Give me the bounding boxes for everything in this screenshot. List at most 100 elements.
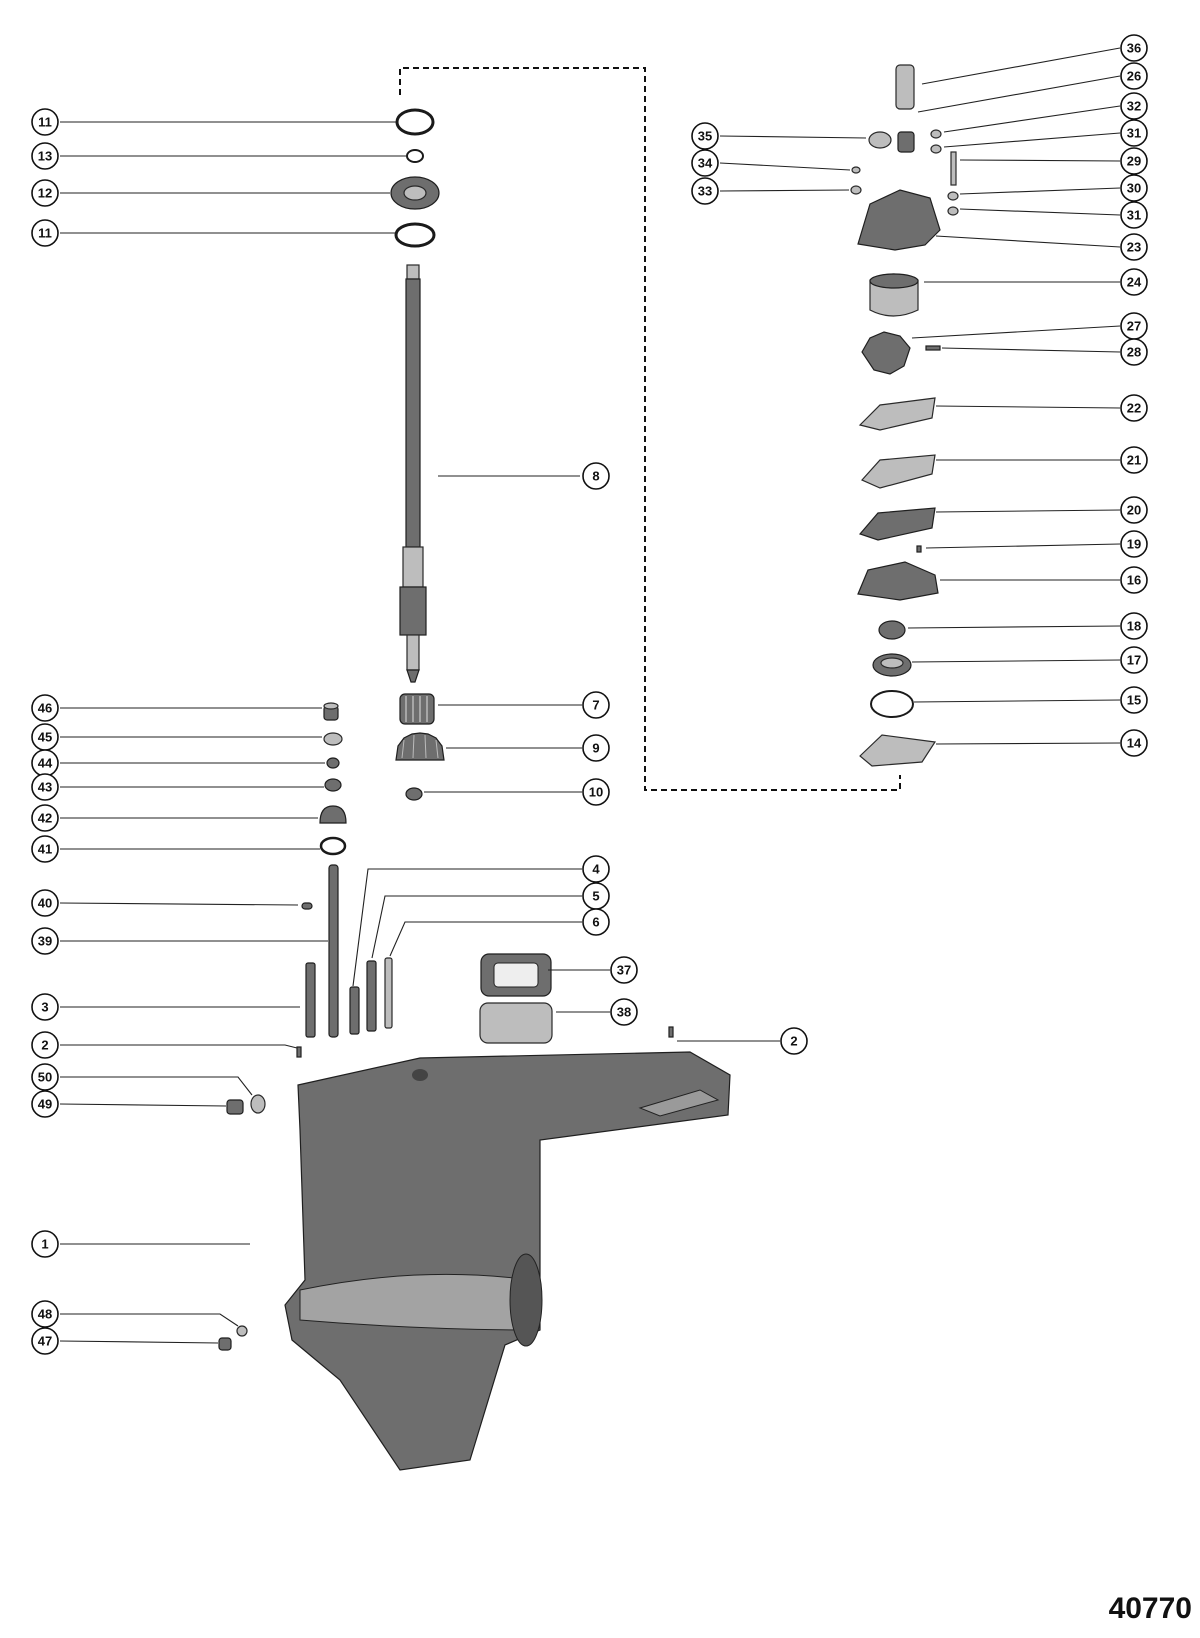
gasket-38 xyxy=(479,1002,553,1044)
parts-gear-housing xyxy=(218,953,731,1471)
leader-lines xyxy=(59,47,1121,1344)
callout-17: 17 xyxy=(1120,646,1148,674)
snap-ring xyxy=(406,149,424,163)
callout-48: 48 xyxy=(31,1300,59,1328)
callout-29: 29 xyxy=(1120,147,1148,175)
shift-shaft-bushing xyxy=(323,702,339,721)
gasket-upper xyxy=(858,397,936,431)
stud-4 xyxy=(349,986,360,1035)
callout-30: 30 xyxy=(1120,174,1148,202)
screw-47 xyxy=(218,1337,232,1351)
callout-39: 39 xyxy=(31,927,59,955)
oil-seal xyxy=(324,778,342,792)
callout-32: 32 xyxy=(1120,92,1148,120)
callout-11-lower: 11 xyxy=(31,219,59,247)
e-ring xyxy=(301,902,313,910)
callout-number: 33 xyxy=(698,184,712,199)
callout-4: 4 xyxy=(582,855,610,883)
callout-number: 15 xyxy=(1127,693,1141,708)
callout-22: 22 xyxy=(1120,394,1148,422)
parts-shift-column xyxy=(296,702,674,1058)
callout-number: 31 xyxy=(1127,126,1141,141)
tube-seal xyxy=(897,131,915,153)
callout-number: 7 xyxy=(592,698,599,713)
bearing-assembly xyxy=(390,176,440,210)
callout-number: 41 xyxy=(38,842,52,857)
gasket-lower xyxy=(858,507,936,541)
o-ring-shift xyxy=(319,836,347,856)
callout-number: 24 xyxy=(1127,275,1142,290)
drive-shaft xyxy=(399,264,427,683)
callout-13: 13 xyxy=(31,142,59,170)
water-pump-body xyxy=(857,189,941,251)
callout-35: 35 xyxy=(691,122,719,150)
drawing-number: 40770 xyxy=(1108,1592,1192,1625)
callout-31-upper: 31 xyxy=(1120,119,1148,147)
callout-number: 2 xyxy=(790,1034,797,1049)
callout-33: 33 xyxy=(691,177,719,205)
callout-number: 4 xyxy=(592,862,600,877)
callout-42: 42 xyxy=(31,804,59,832)
shift-shaft xyxy=(328,864,339,1038)
callout-47: 47 xyxy=(31,1327,59,1355)
gasket-14 xyxy=(859,734,937,767)
callout-11-upper: 11 xyxy=(31,108,59,136)
dowel-pin-right xyxy=(668,1026,674,1038)
dowel-pin-pump xyxy=(916,545,922,553)
parts-driveshaft-column xyxy=(390,108,445,801)
callout-number: 16 xyxy=(1127,573,1141,588)
callout-8: 8 xyxy=(582,462,610,490)
callout-number: 9 xyxy=(592,741,599,756)
callout-5: 5 xyxy=(582,882,610,910)
callout-number: 20 xyxy=(1127,503,1141,518)
callout-number: 42 xyxy=(38,811,52,826)
callout-number: 11 xyxy=(38,115,52,130)
impeller-key xyxy=(925,345,941,351)
oil-seal-18 xyxy=(878,620,906,640)
callout-38: 38 xyxy=(610,998,638,1026)
callout-number: 27 xyxy=(1127,319,1141,334)
callout-number: 21 xyxy=(1127,453,1141,468)
callout-19: 19 xyxy=(1120,530,1148,558)
callout-number: 31 xyxy=(1127,208,1141,223)
o-ring-upper xyxy=(395,108,435,136)
callout-23: 23 xyxy=(1120,233,1148,261)
callout-number: 48 xyxy=(38,1307,52,1322)
callout-number: 43 xyxy=(38,780,52,795)
callout-number: 3 xyxy=(41,1000,48,1015)
callout-7: 7 xyxy=(582,691,610,719)
washer-48 xyxy=(236,1325,248,1337)
pinion-gear xyxy=(395,732,445,761)
callout-28: 28 xyxy=(1120,338,1148,366)
washer xyxy=(323,732,343,746)
callout-26: 26 xyxy=(1120,62,1148,90)
screw-49 xyxy=(226,1099,244,1115)
callout-number: 13 xyxy=(38,149,52,164)
stud-5 xyxy=(366,960,377,1032)
callout-15: 15 xyxy=(1120,686,1148,714)
callout-number: 8 xyxy=(592,469,599,484)
callout-44: 44 xyxy=(31,749,59,777)
shift-shaft-housing xyxy=(319,805,347,824)
callout-number: 12 xyxy=(38,186,52,201)
callout-21: 21 xyxy=(1120,446,1148,474)
callout-number: 39 xyxy=(38,934,52,949)
roller-bearing xyxy=(399,693,435,725)
callout-number: 19 xyxy=(1127,537,1141,552)
callout-37: 37 xyxy=(610,956,638,984)
o-ring-small xyxy=(326,757,340,769)
callout-1: 1 xyxy=(31,1230,59,1258)
callout-number: 17 xyxy=(1127,653,1141,668)
small-washer-34 xyxy=(851,166,861,174)
stud-6 xyxy=(384,957,393,1029)
gear-housing xyxy=(284,1051,731,1471)
stud-left xyxy=(305,962,316,1038)
callout-46: 46 xyxy=(31,694,59,722)
callout-number: 14 xyxy=(1127,736,1142,751)
callout-3: 3 xyxy=(31,993,59,1021)
callout-41: 41 xyxy=(31,835,59,863)
callout-number: 37 xyxy=(617,963,631,978)
callout-14: 14 xyxy=(1120,729,1148,757)
callout-number: 38 xyxy=(617,1005,631,1020)
